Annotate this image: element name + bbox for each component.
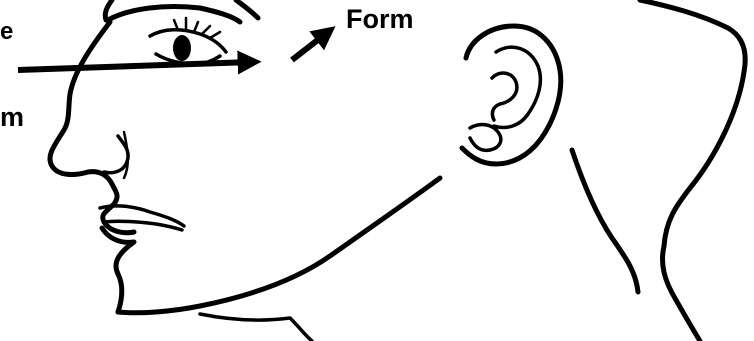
back-of-neck <box>663 246 701 341</box>
nostril <box>104 136 128 173</box>
arrow-horizontal <box>18 62 252 70</box>
chin-underside <box>200 314 312 341</box>
mouth <box>100 206 184 230</box>
form-label: Form <box>346 6 414 33</box>
ear-inner <box>492 47 540 127</box>
head-outline <box>105 0 745 246</box>
front-of-neck <box>572 150 638 292</box>
arrow-to-form <box>292 32 328 60</box>
cheek-line <box>124 132 128 178</box>
eyelashes <box>174 18 220 38</box>
jaw-line <box>118 178 440 313</box>
ear-lobe <box>470 125 501 151</box>
cut-off-label-top: e <box>0 20 13 44</box>
cut-off-label-bottom: m <box>0 104 24 131</box>
eye-pupil <box>173 35 191 61</box>
